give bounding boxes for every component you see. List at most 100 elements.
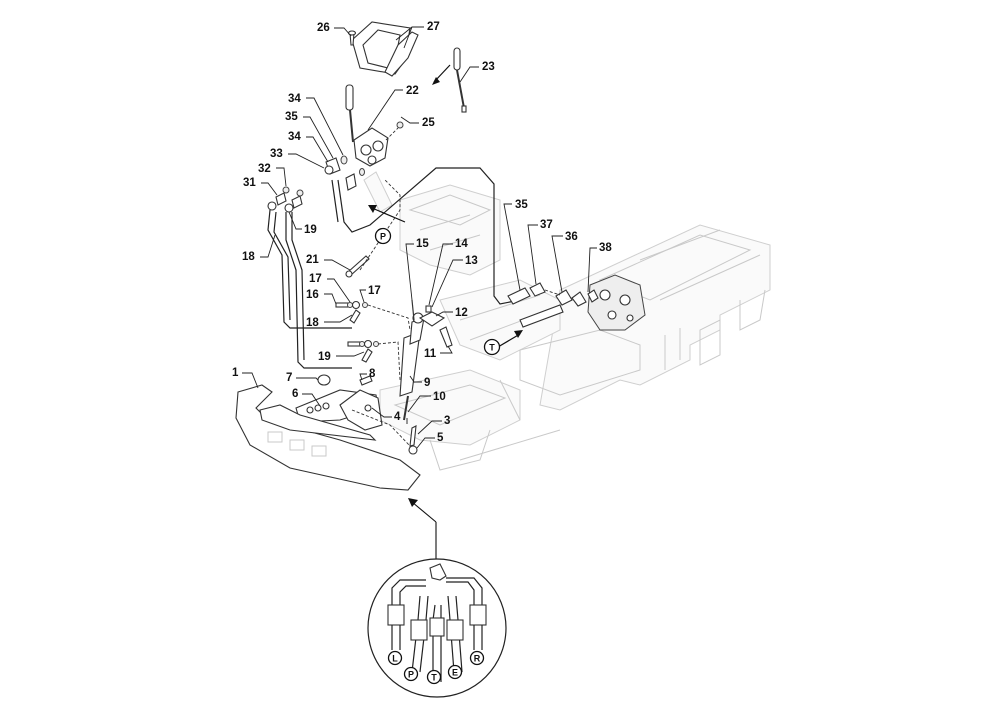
cylinder-fittings: [335, 179, 411, 381]
svg-text:P: P: [380, 232, 386, 242]
callout-19a[interactable]: 19: [288, 211, 317, 236]
callout-35a[interactable]: 35: [285, 111, 334, 159]
inset-port-e: E: [447, 664, 463, 680]
callout-37[interactable]: 37: [527, 219, 553, 285]
callout-37-text: 37: [540, 219, 553, 231]
callout-15[interactable]: 15: [405, 238, 429, 301]
callout-19a-text: 19: [304, 224, 317, 236]
callout-22-text: 22: [406, 85, 419, 97]
callout-11[interactable]: 11: [424, 345, 453, 360]
callout-5[interactable]: 5: [416, 432, 444, 449]
callout-18a[interactable]: 18: [242, 234, 276, 263]
callout-13-text: 13: [465, 255, 478, 267]
leader-line: [417, 420, 442, 435]
lever-23: [432, 47, 467, 113]
callout-35b[interactable]: 35: [503, 199, 528, 291]
callout-7[interactable]: 7: [286, 372, 319, 384]
hydraulic-pump: [587, 274, 646, 331]
callout-27-text: 27: [427, 21, 440, 33]
pressure-hose: [331, 167, 521, 305]
callout-19b[interactable]: 19: [318, 351, 365, 363]
callout-10[interactable]: 10: [407, 391, 446, 413]
callout-1[interactable]: 1: [232, 367, 259, 389]
leader-line: [587, 247, 597, 293]
callout-7-text: 7: [286, 372, 292, 384]
callout-25[interactable]: 25: [400, 116, 435, 129]
callout-23[interactable]: 23: [459, 61, 495, 83]
leader-line: [551, 235, 563, 293]
callout-38[interactable]: 38: [587, 242, 612, 293]
valve-fittings: [324, 155, 393, 213]
callout-26-text: 26: [317, 22, 330, 34]
callout-22[interactable]: 22: [367, 85, 419, 131]
callout-4[interactable]: 4: [371, 407, 401, 423]
leader-line: [324, 259, 351, 271]
leader-line: [409, 375, 422, 383]
callout-13[interactable]: 13: [431, 255, 478, 308]
leader-line: [276, 167, 287, 187]
leader-line: [359, 373, 367, 381]
callout-17b[interactable]: 17: [359, 285, 381, 303]
callout-21[interactable]: 21: [306, 254, 351, 271]
callout-8[interactable]: 8: [359, 368, 376, 381]
leader-line: [324, 314, 353, 323]
front-bumper-1: [235, 384, 421, 491]
callout-35b-text: 35: [515, 199, 528, 211]
callout-5-text: 5: [437, 432, 444, 444]
leader-line: [400, 116, 419, 124]
svg-text:T: T: [431, 673, 437, 683]
callout-26[interactable]: 26: [317, 22, 352, 37]
callout-32[interactable]: 32: [258, 163, 287, 187]
callout-3[interactable]: 3: [417, 415, 450, 435]
leader-line: [435, 311, 453, 317]
callout-3-text: 3: [444, 415, 450, 427]
leader-line: [303, 116, 334, 159]
callout-17a-text: 17: [309, 273, 322, 285]
leader-line: [327, 278, 351, 303]
callout-16[interactable]: 16: [306, 289, 337, 305]
callout-10-text: 10: [433, 391, 446, 403]
leader-line: [261, 182, 278, 196]
svg-text:T: T: [489, 343, 495, 353]
callout-12-text: 12: [455, 307, 468, 319]
port-marker-t: T: [483, 338, 501, 356]
callout-18b[interactable]: 18: [306, 314, 353, 329]
inset-port-l: L: [387, 650, 403, 666]
leader-line: [459, 66, 479, 83]
leader-line: [367, 89, 403, 131]
callout-34a[interactable]: 34: [288, 93, 344, 156]
callout-36[interactable]: 36: [551, 231, 578, 293]
callout-17a[interactable]: 17: [309, 273, 351, 303]
callout-1-text: 1: [232, 367, 239, 379]
callout-35a-text: 35: [285, 111, 298, 123]
callout-8-text: 8: [369, 368, 376, 380]
leader-line: [302, 393, 321, 407]
leader-line: [407, 395, 431, 413]
callout-14[interactable]: 14: [428, 238, 468, 306]
callout-16-text: 16: [306, 289, 319, 301]
callout-19b-text: 19: [318, 351, 331, 363]
callout-34b[interactable]: 34: [288, 131, 329, 163]
callout-4-text: 4: [394, 411, 401, 423]
callout-21-text: 21: [306, 254, 319, 266]
leader-line: [359, 289, 366, 303]
callout-31[interactable]: 31: [243, 177, 278, 196]
callout-6[interactable]: 6: [292, 388, 321, 407]
callout-9[interactable]: 9: [409, 375, 430, 389]
leader-line: [288, 153, 325, 169]
detail-inset: [367, 498, 507, 698]
leader-line: [324, 293, 337, 305]
leader-line: [306, 97, 344, 156]
leader-line: [336, 351, 365, 357]
inset-port-r: R: [469, 650, 485, 666]
callout-33[interactable]: 33: [270, 148, 325, 169]
leader-line: [405, 243, 414, 301]
callout-27[interactable]: 27: [395, 21, 440, 49]
callout-11-text: 11: [424, 348, 437, 360]
callout-18a-text: 18: [242, 251, 255, 263]
callout-12[interactable]: 12: [435, 307, 468, 319]
chassis-frame: [379, 184, 771, 471]
inset-port-p: P: [403, 666, 419, 682]
inset-port-t: T: [426, 669, 442, 685]
